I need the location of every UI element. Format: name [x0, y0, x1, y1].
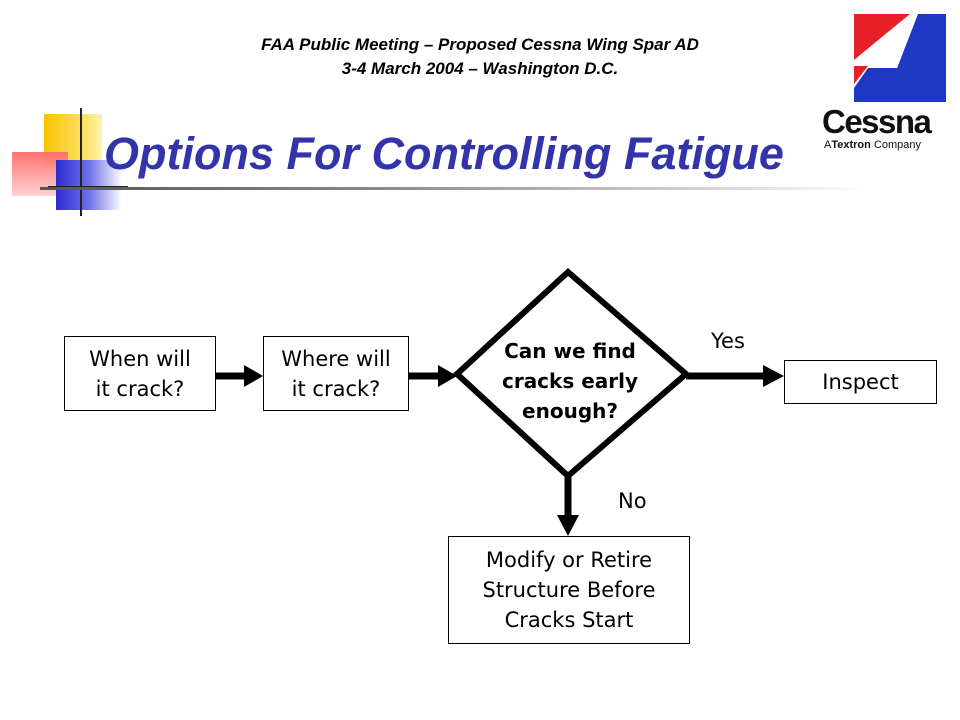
decision-line-1: Can we find	[504, 339, 636, 363]
cessna-logo-mark	[852, 12, 948, 104]
tagline-textron: Textron	[831, 139, 871, 151]
step-when-box: When will it crack?	[64, 336, 216, 411]
arrowhead-modify	[557, 515, 579, 536]
arrowhead-decision	[438, 365, 457, 387]
textron-tagline: ATextron Company	[824, 138, 954, 152]
meeting-header: FAA Public Meeting – Proposed Cessna Win…	[150, 33, 810, 81]
step-when-line-1: When will	[89, 346, 191, 371]
title-underline	[40, 187, 870, 190]
arrowhead-step2	[244, 365, 263, 387]
page-title: Options For Controlling Fatigue	[104, 128, 784, 179]
header-line-2: 3-4 March 2004 – Washington D.C.	[341, 59, 619, 78]
cessna-logo: Cessna ATextron Company	[822, 10, 952, 155]
modify-line-1: Modify or Retire	[485, 548, 653, 572]
step-when-line-2: it crack?	[95, 376, 185, 401]
step-where-line-1: Where will	[281, 346, 391, 371]
yes-label: Yes	[711, 329, 745, 353]
arrowhead-inspect	[763, 365, 784, 387]
modify-box: Modify or Retire Structure Before Cracks…	[448, 536, 690, 644]
inspect-label: Inspect	[822, 370, 899, 394]
no-label: No	[618, 489, 647, 513]
header-line-1: FAA Public Meeting – Proposed Cessna Win…	[261, 35, 699, 54]
cessna-wordmark: Cessna	[822, 103, 932, 140]
decision-line-2: cracks early	[501, 369, 639, 393]
tagline-company: Company	[873, 139, 922, 151]
modify-line-2: Structure Before	[482, 578, 656, 602]
decorative-squares	[12, 108, 132, 218]
tagline-a: A	[824, 139, 832, 151]
modify-line-3: Cracks Start	[504, 608, 634, 632]
decision-line-3: enough?	[522, 399, 618, 423]
step-where-line-2: it crack?	[291, 376, 381, 401]
step-where-box: Where will it crack?	[263, 336, 409, 411]
inspect-box: Inspect	[784, 360, 937, 404]
decision-question: Can we find cracks early enough?	[470, 336, 670, 426]
